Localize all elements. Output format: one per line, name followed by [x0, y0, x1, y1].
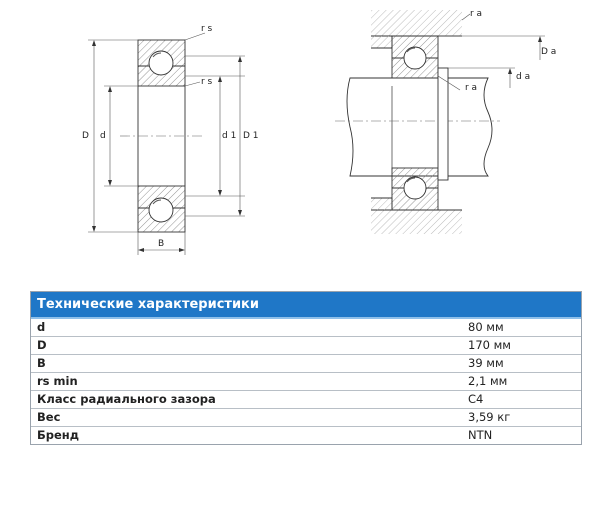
- spec-row-D: D 170 мм: [31, 336, 581, 354]
- lower-ball: [148, 197, 174, 223]
- label-B: B: [158, 239, 164, 249]
- label-D: D: [82, 131, 89, 141]
- spec-row-B: B 39 мм: [31, 354, 581, 372]
- label-rs-inner: r s: [201, 77, 213, 87]
- spec-row-value: 80 мм: [468, 320, 504, 334]
- mounting-view: [335, 10, 545, 234]
- bearing-drawing: r s r s D d d 1 D 1 B: [82, 9, 556, 255]
- label-da: d a: [516, 72, 530, 82]
- label-d: d: [100, 131, 106, 141]
- spec-row-label: rs min: [37, 374, 78, 388]
- label-ra-mid: r a: [465, 83, 477, 93]
- label-ra-top: r a: [470, 9, 482, 19]
- bearing-section-view: [88, 32, 245, 255]
- spec-row-label: Вес: [37, 410, 61, 424]
- label-Da: D a: [541, 47, 556, 57]
- spec-row-label: Бренд: [37, 428, 80, 442]
- spec-row-label: B: [37, 356, 46, 370]
- spec-row-label: D: [37, 338, 47, 352]
- spec-row-value: 39 мм: [468, 356, 504, 370]
- spec-row-value: C4: [468, 392, 484, 406]
- spec-table-body: d 80 мм D 170 мм B 39 мм rs min 2,1 мм К…: [31, 319, 581, 444]
- spec-row-rs-min: rs min 2,1 мм: [31, 372, 581, 390]
- label-rs-top: r s: [201, 24, 213, 34]
- label-D1: D 1: [243, 131, 259, 141]
- label-d1: d 1: [222, 131, 236, 141]
- spec-row-brand: Бренд NTN: [31, 426, 581, 444]
- spec-row-value: 170 мм: [468, 338, 511, 352]
- spec-row-value: NTN: [468, 428, 493, 442]
- spec-table-title: Технические характеристики: [31, 292, 581, 319]
- upper-ball: [148, 50, 174, 76]
- spec-row-label: Класс радиального зазора: [37, 392, 216, 406]
- spec-row-clearance-class: Класс радиального зазора C4: [31, 390, 581, 408]
- spec-row-value: 2,1 мм: [468, 374, 508, 388]
- spec-row-value: 3,59 кг: [468, 410, 511, 424]
- spec-row-weight: Вес 3,59 кг: [31, 408, 581, 426]
- spec-row-label: d: [37, 320, 46, 334]
- spec-row-d: d 80 мм: [31, 319, 581, 336]
- spec-table: Технические характеристики d 80 мм D 170…: [30, 291, 582, 445]
